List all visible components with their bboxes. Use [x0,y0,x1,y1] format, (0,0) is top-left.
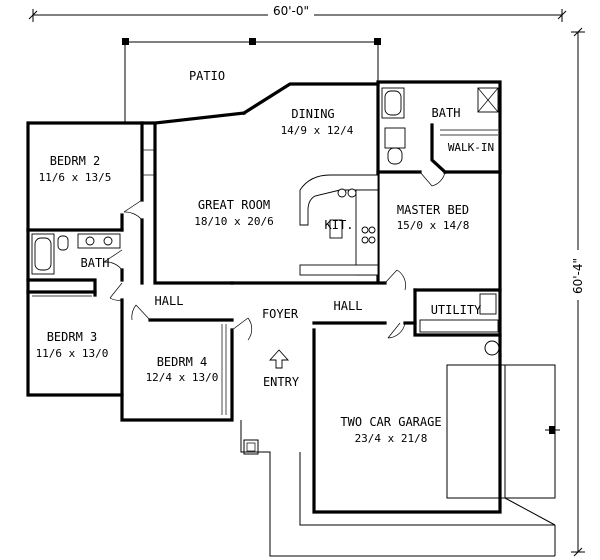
entry-label: ENTRY [263,375,300,389]
kitchen-label: KIT. [325,218,354,232]
foyer-label: FOYER [262,307,299,321]
patio [122,38,381,122]
exterior-walls [26,80,502,514]
room-labels: PATIO DINING 14/9 x 12/4 BATH WALK-IN BE… [36,69,495,445]
dining-label: DINING [291,107,334,121]
hall-right-label: HALL [334,299,363,313]
walk-in-label: WALK-IN [448,141,494,154]
master-bed-size: 15/0 x 14/8 [397,219,470,232]
dining-size: 14/9 x 12/4 [281,124,354,137]
hall-left-label: HALL [155,294,184,308]
width-dimension: 60'-0" [28,3,567,22]
master-bed-label: MASTER BED [397,203,469,217]
doors [103,171,500,356]
great-room-label: GREAT ROOM [198,198,270,212]
bedroom4-label: BEDRM 4 [157,355,208,369]
great-room-size: 18/10 x 20/6 [194,215,273,228]
master-bath-label: BATH [432,106,461,120]
fixtures [31,87,499,415]
bedroom4-size: 12/4 x 13/0 [146,371,219,384]
bedroom2-size: 11/6 x 13/5 [39,171,112,184]
utility-label: UTILITY [431,303,482,317]
bedroom2-label: BEDRM 2 [50,154,101,168]
hall-bath-label: BATH [81,256,110,270]
depth-dimension: 60'-4" [566,27,590,557]
depth-dimension-label: 60'-4" [571,258,585,294]
garage-size: 23/4 x 21/8 [355,432,428,445]
garage-door [446,364,560,526]
width-dimension-label: 60'-0" [273,4,309,18]
bedroom3-size: 11/6 x 13/0 [36,347,109,360]
bedroom3-label: BEDRM 3 [47,330,98,344]
entry-porch [240,420,556,557]
interior-walls [26,82,502,397]
patio-label: PATIO [189,69,225,83]
garage-label: TWO CAR GARAGE [340,415,441,429]
